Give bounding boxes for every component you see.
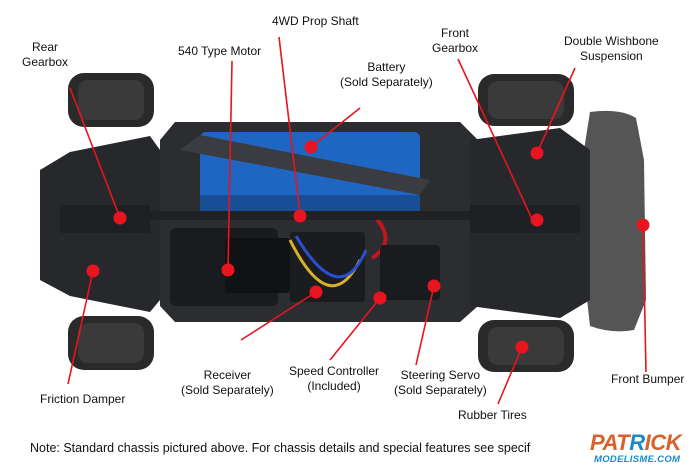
label-line: (Sold Separately) [340,75,433,89]
front-bumper-shape [584,110,646,332]
label-line: Front Bumper [611,372,685,386]
marker-rear-gearbox [113,211,127,225]
label-rear-gearbox: Rear Gearbox [22,40,68,70]
logo-subtitle: MODELISME.COM [594,454,681,465]
upper-deck [180,135,430,195]
label-line: (Sold Separately) [394,383,487,397]
label-line: 4WD Prop Shaft [272,14,359,28]
label-steering-servo: Steering Servo (Sold Separately) [394,368,487,398]
label-line: Speed Controller [289,364,380,378]
label-front-gearbox: Front Gearbox [432,26,478,56]
label-line: Steering Servo [400,368,481,382]
callout-markers [86,140,650,354]
label-rubber-tires: Rubber Tires [458,408,527,423]
label-line: Suspension [580,49,643,63]
marker-double-wishbone [530,146,544,160]
marker-speed-controller [373,291,387,305]
label-line: (Sold Separately) [181,383,274,397]
esc-box [290,232,365,302]
marker-battery [304,140,318,154]
marker-front-gearbox [530,213,544,227]
label-prop-shaft: 4WD Prop Shaft [272,14,359,29]
prop-shaft [150,211,480,220]
label-line: Gearbox [22,55,69,69]
label-battery: Battery (Sold Separately) [340,60,433,90]
label-line: Friction Damper [40,392,126,406]
marker-prop-shaft [293,209,307,223]
marker-friction-damper [86,264,100,278]
logo-wordmark: PATRICK [590,430,682,455]
label-line: 540 Type Motor [178,44,262,58]
rear-left-tire [68,73,154,127]
label-line: Receiver [203,368,252,382]
marker-rubber-tires [515,340,529,354]
label-line: (Included) [307,379,361,393]
leader-lines [67,36,647,405]
servo-box [380,245,440,300]
label-receiver: Receiver (Sold Separately) [181,368,274,398]
label-line: Battery [367,60,406,74]
label-front-bumper: Front Bumper [611,372,684,387]
front-left-tire [478,74,574,126]
rear-axle [60,205,150,233]
marker-receiver [309,285,323,299]
marker-steering-servo [427,279,441,293]
label-line: Gearbox [432,41,479,55]
label-line: Rear [32,40,59,54]
label-friction-damper: Friction Damper [40,392,125,407]
label-line: Double Wishbone [564,34,659,48]
rear-right-tire [68,316,154,370]
marker-motor [221,263,235,277]
marker-front-bumper [636,218,650,232]
label-double-wishbone: Double Wishbone Suspension [564,34,659,64]
front-axle [470,205,580,233]
watermark-logo: PATRICK MODELISME.COM [590,428,698,466]
label-motor: 540 Type Motor [178,44,261,59]
label-line: Front [441,26,470,40]
label-speed-controller: Speed Controller (Included) [289,364,379,394]
label-line: Rubber Tires [458,408,527,422]
footnote: Note: Standard chassis pictured above. F… [30,441,531,455]
receiver-box [225,238,290,293]
